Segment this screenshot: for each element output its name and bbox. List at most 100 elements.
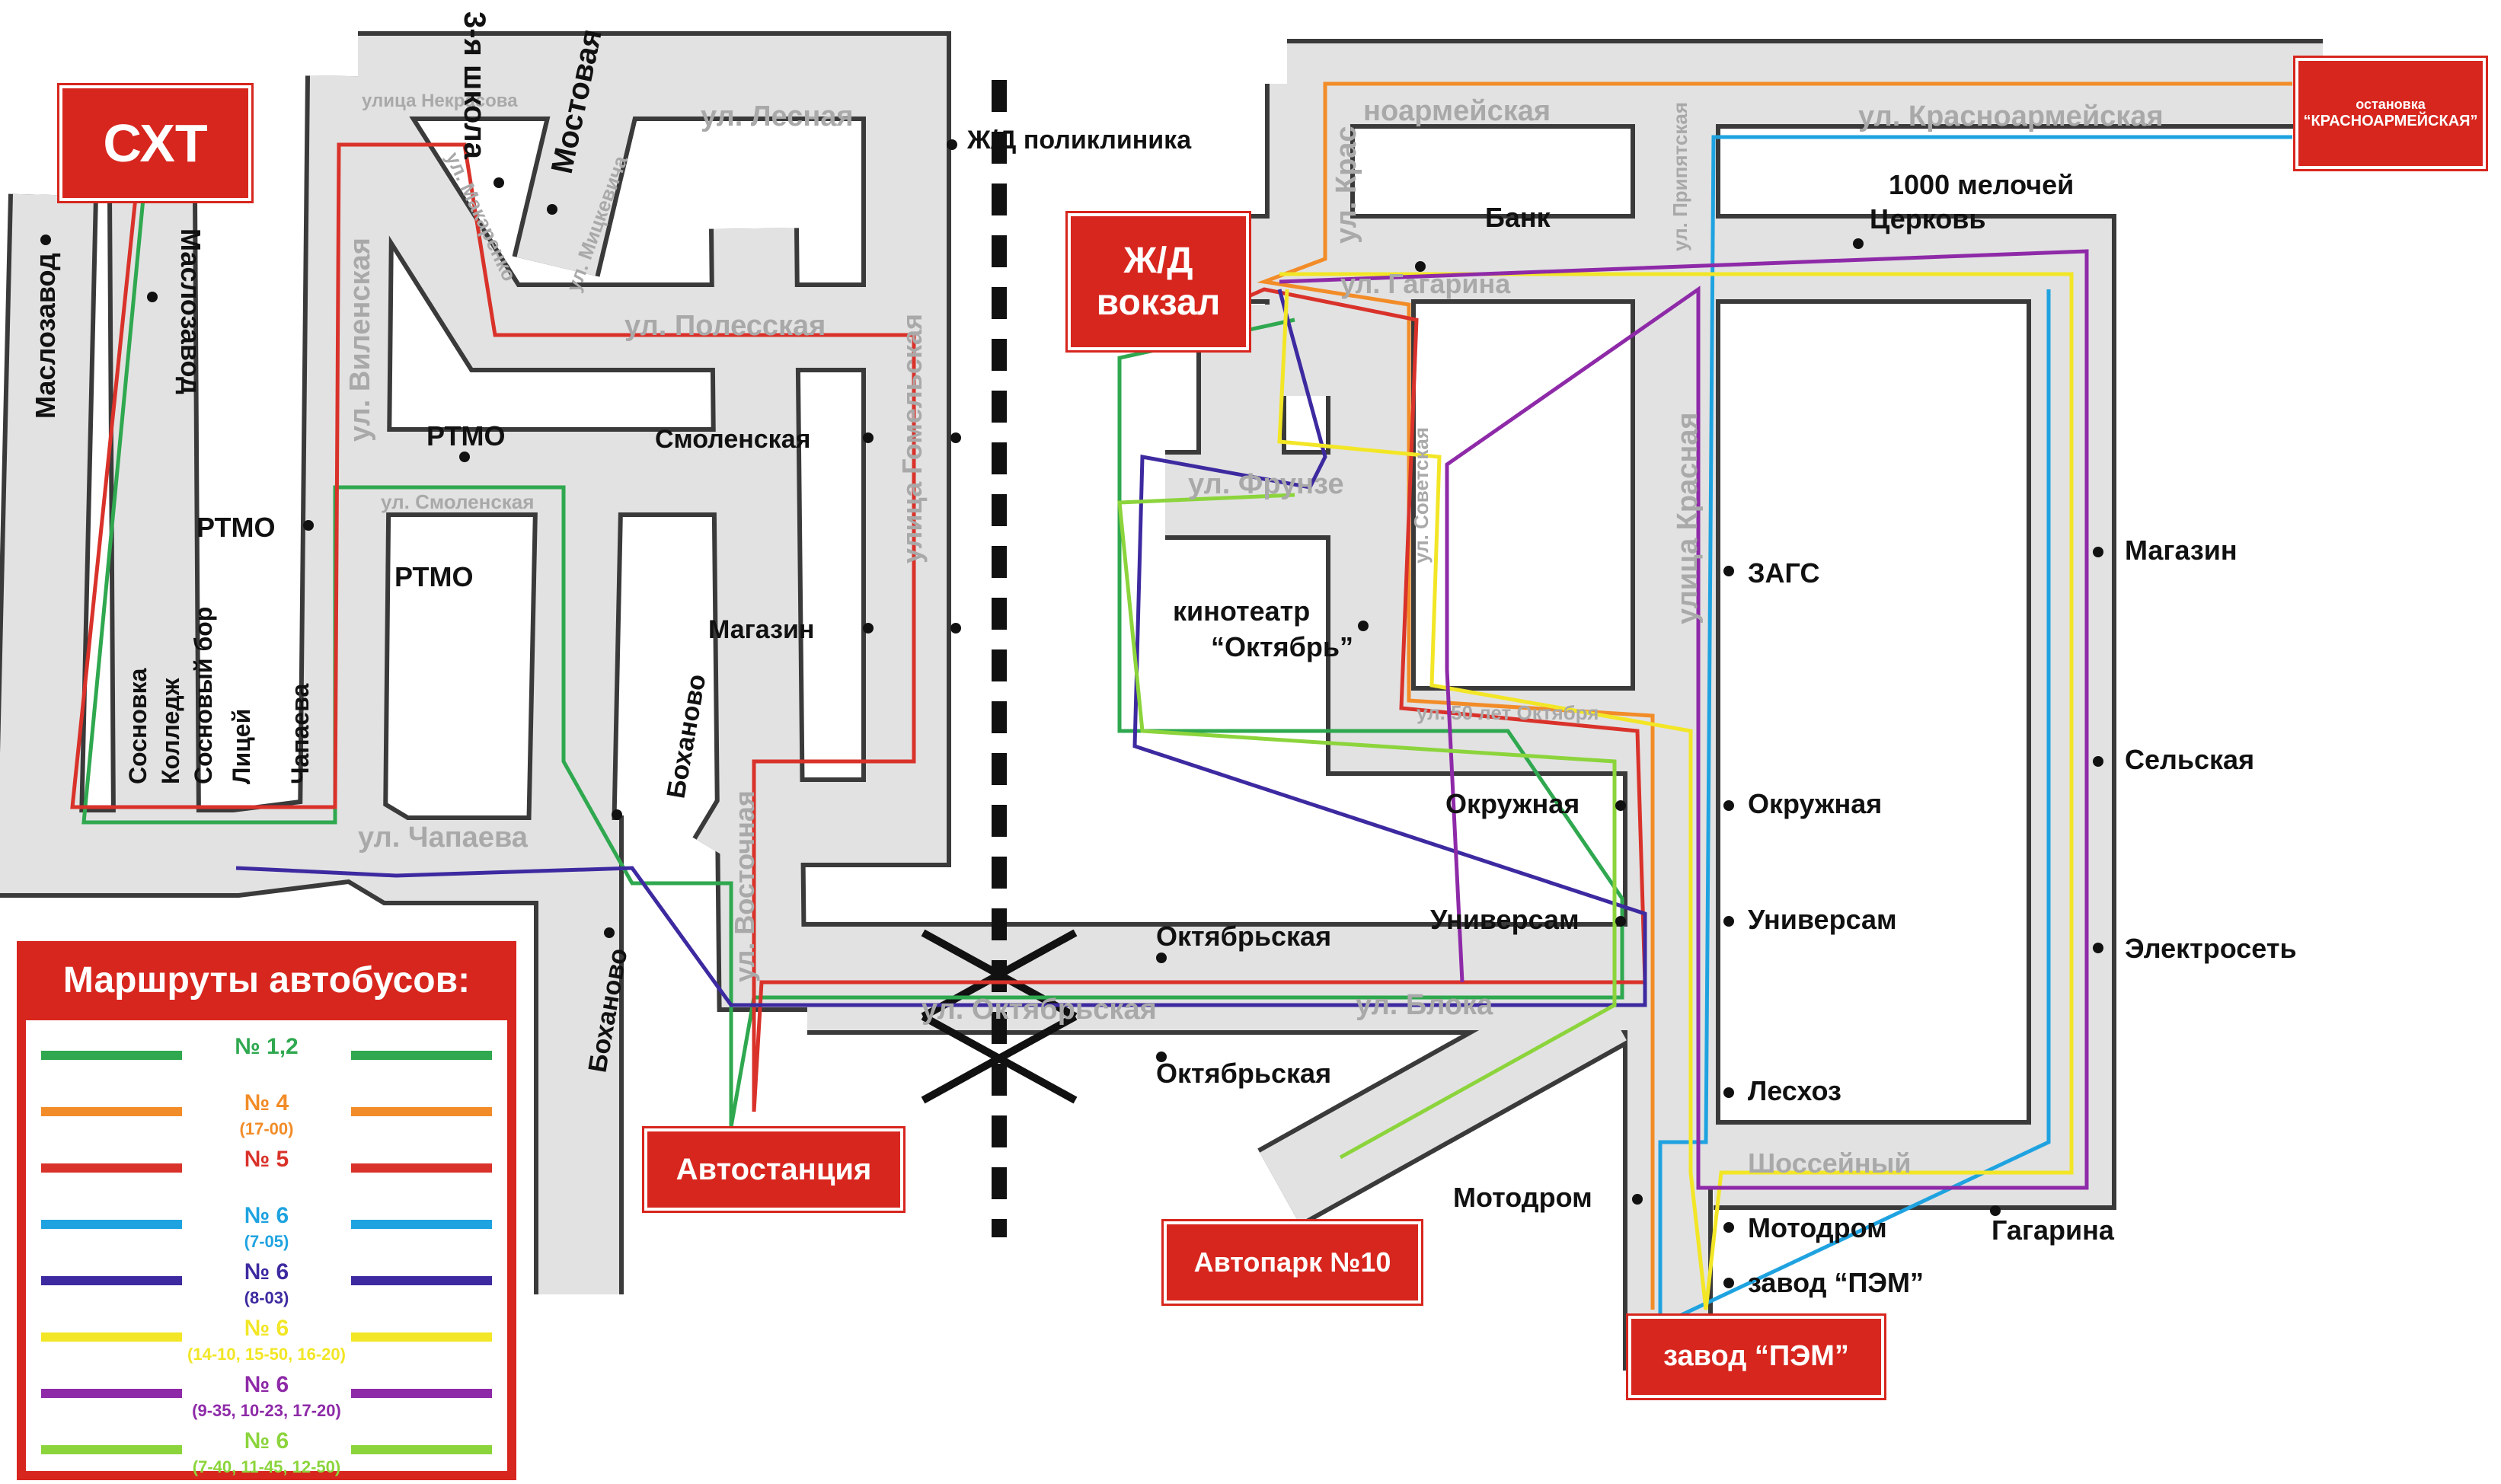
stop-label: Окружная: [1748, 788, 1882, 819]
stop-label: Сосновка: [124, 668, 152, 784]
street-label: улица Некрасова: [362, 91, 518, 111]
route-line-6-0803: [235, 289, 1647, 1007]
stop-label: Лесхоз: [1748, 1075, 1841, 1106]
legend-line-left: [41, 1163, 182, 1173]
stop-caption: остановка: [2356, 97, 2426, 113]
legend-route-number: № 6: [244, 1259, 289, 1285]
terminal-bus-station: Автостанция: [642, 1126, 906, 1213]
street-label: ул. Припятская: [1669, 102, 1691, 251]
street-label: улица Красная: [1672, 412, 1704, 624]
legend-line-left: [41, 1332, 182, 1342]
stop-label: “Октябрь”: [1211, 631, 1353, 662]
legend-route-number: № 6: [244, 1203, 289, 1228]
legend-line-right: [351, 1163, 492, 1173]
street-label: ул. Виленская: [344, 238, 376, 442]
legend-row: № 6 (8-03): [26, 1256, 507, 1310]
stop-label: Маслозавод: [175, 228, 206, 394]
street-label: ул. Чапаева: [358, 822, 529, 854]
legend-line-left: [41, 1276, 182, 1285]
stop-label: завод “ПЭМ”: [1748, 1267, 1924, 1298]
legend-line-left: [41, 1220, 182, 1229]
legend-route-time: (7-05): [244, 1232, 289, 1251]
terminal-pem-plant: завод “ПЭМ”: [1626, 1313, 1886, 1400]
legend-row: № 6 (7-05): [26, 1200, 507, 1253]
stop-label: Гагарина: [1992, 1214, 2115, 1246]
street-label: ул. Советская: [1410, 427, 1433, 563]
legend-row: № 6 (9-35, 10-23, 17-20): [26, 1369, 507, 1422]
route-line-4: [1257, 81, 2292, 1310]
street-label: ул. Фрунзе: [1188, 468, 1344, 500]
street-labels: улица Некрасова ул. Макаренко ул. Мицкев…: [344, 91, 2164, 1179]
legend-route-time: (9-35, 10-23, 17-20): [192, 1401, 341, 1420]
stop-label: РТМО: [394, 561, 474, 592]
route-line-6-purple: [1279, 249, 2089, 1190]
legend-route-number: № 6: [244, 1372, 289, 1397]
legend-route-time: (14-10, 15-50, 16-20): [187, 1345, 346, 1364]
legend-route-number: № 5: [244, 1147, 289, 1172]
terminal-sht: СХТ: [57, 83, 254, 203]
legend-row: № 5: [26, 1144, 507, 1197]
legend-line-left: [41, 1107, 182, 1116]
street-label: ул. Крас: [1330, 126, 1362, 244]
legend-line-right: [351, 1389, 492, 1398]
terminal-railway-station: Ж/Д вокзал: [1065, 211, 1251, 353]
stop-label: Боханово: [661, 672, 711, 801]
legend-line-right: [351, 1332, 492, 1342]
route-line-5: [70, 142, 1647, 1112]
stop-label: Колледж: [157, 678, 184, 784]
legend-route-number: № 1,2: [235, 1034, 299, 1059]
stop-label: Сельская: [2125, 744, 2254, 775]
legend-line-right: [351, 1445, 492, 1454]
street-label: ул. Лесная: [701, 101, 854, 132]
stop-label: Маслозавод: [30, 253, 61, 419]
stop-label: Лицей: [228, 709, 255, 784]
street-label: ул. Гагарина: [1340, 268, 1511, 299]
stop-label: РТМО: [426, 420, 506, 452]
stop-label: Магазин: [2125, 535, 2237, 566]
stop-label: Окружная: [1445, 788, 1579, 819]
legend-line-right: [351, 1051, 492, 1060]
street-label: ул. Восточная: [729, 790, 760, 982]
legend-route-number: № 6: [244, 1428, 289, 1454]
legend-line-left: [41, 1389, 182, 1398]
stop-label: Мотодром: [1748, 1212, 1887, 1243]
street-label: ул. Смоленская: [381, 490, 534, 513]
stop-name: “КРАСНОАРМЕЙСКАЯ”: [2303, 112, 2478, 129]
railway-line: [921, 80, 1078, 1237]
stop-label: 1000 мелочей: [1889, 169, 2074, 200]
stop-markers: [40, 139, 2103, 1288]
legend-route-number: № 6: [244, 1316, 289, 1341]
stop-label: ЗАГС: [1748, 557, 1819, 589]
route-line-6-lightgreen: [1117, 493, 1617, 1160]
legend-row: № 6 (14-10, 15-50, 16-20): [26, 1313, 507, 1366]
route-line-6-0705: [1658, 135, 2292, 1328]
legend-route-time: (17-00): [239, 1119, 294, 1138]
street-label: ноармейская: [1363, 95, 1551, 127]
stop-label: кинотеатр: [1173, 595, 1310, 627]
stop-label: 3-я школа: [458, 11, 491, 160]
legend-line-right: [351, 1276, 492, 1285]
stop-label: Мотодром: [1453, 1182, 1592, 1213]
stop-label: Смоленская: [655, 425, 810, 454]
legend-line-right: [351, 1107, 492, 1116]
legend-route-time: (7-40, 11-45, 12-50): [192, 1457, 341, 1476]
street-label: ул. Красноармейская: [1858, 101, 2164, 132]
bus-routes: [70, 81, 2292, 1328]
stop-label: Универсам: [1748, 904, 1897, 935]
street-label: улица Гомельская: [896, 314, 928, 563]
stop-label: Универсам: [1430, 904, 1579, 935]
stop-label: Сосновый бор: [190, 607, 217, 784]
street-label: Шоссейный: [1748, 1147, 1912, 1179]
stop-label: Электросеть: [2125, 933, 2297, 964]
stop-label: Октябрьская: [1156, 1058, 1331, 1089]
terminal-autopark: Автопарк №10: [1161, 1219, 1423, 1306]
stop-label: Октябрьская: [1156, 921, 1331, 952]
stop-label: РТМО: [196, 512, 276, 543]
legend-row: № 1,2: [26, 1031, 507, 1084]
street-label: ул. Октябрьская: [922, 994, 1157, 1026]
legend-route-time: (8-03): [244, 1288, 289, 1307]
legend-row: № 4 (17-00): [26, 1087, 507, 1141]
legend-route-number: № 4: [244, 1090, 289, 1115]
